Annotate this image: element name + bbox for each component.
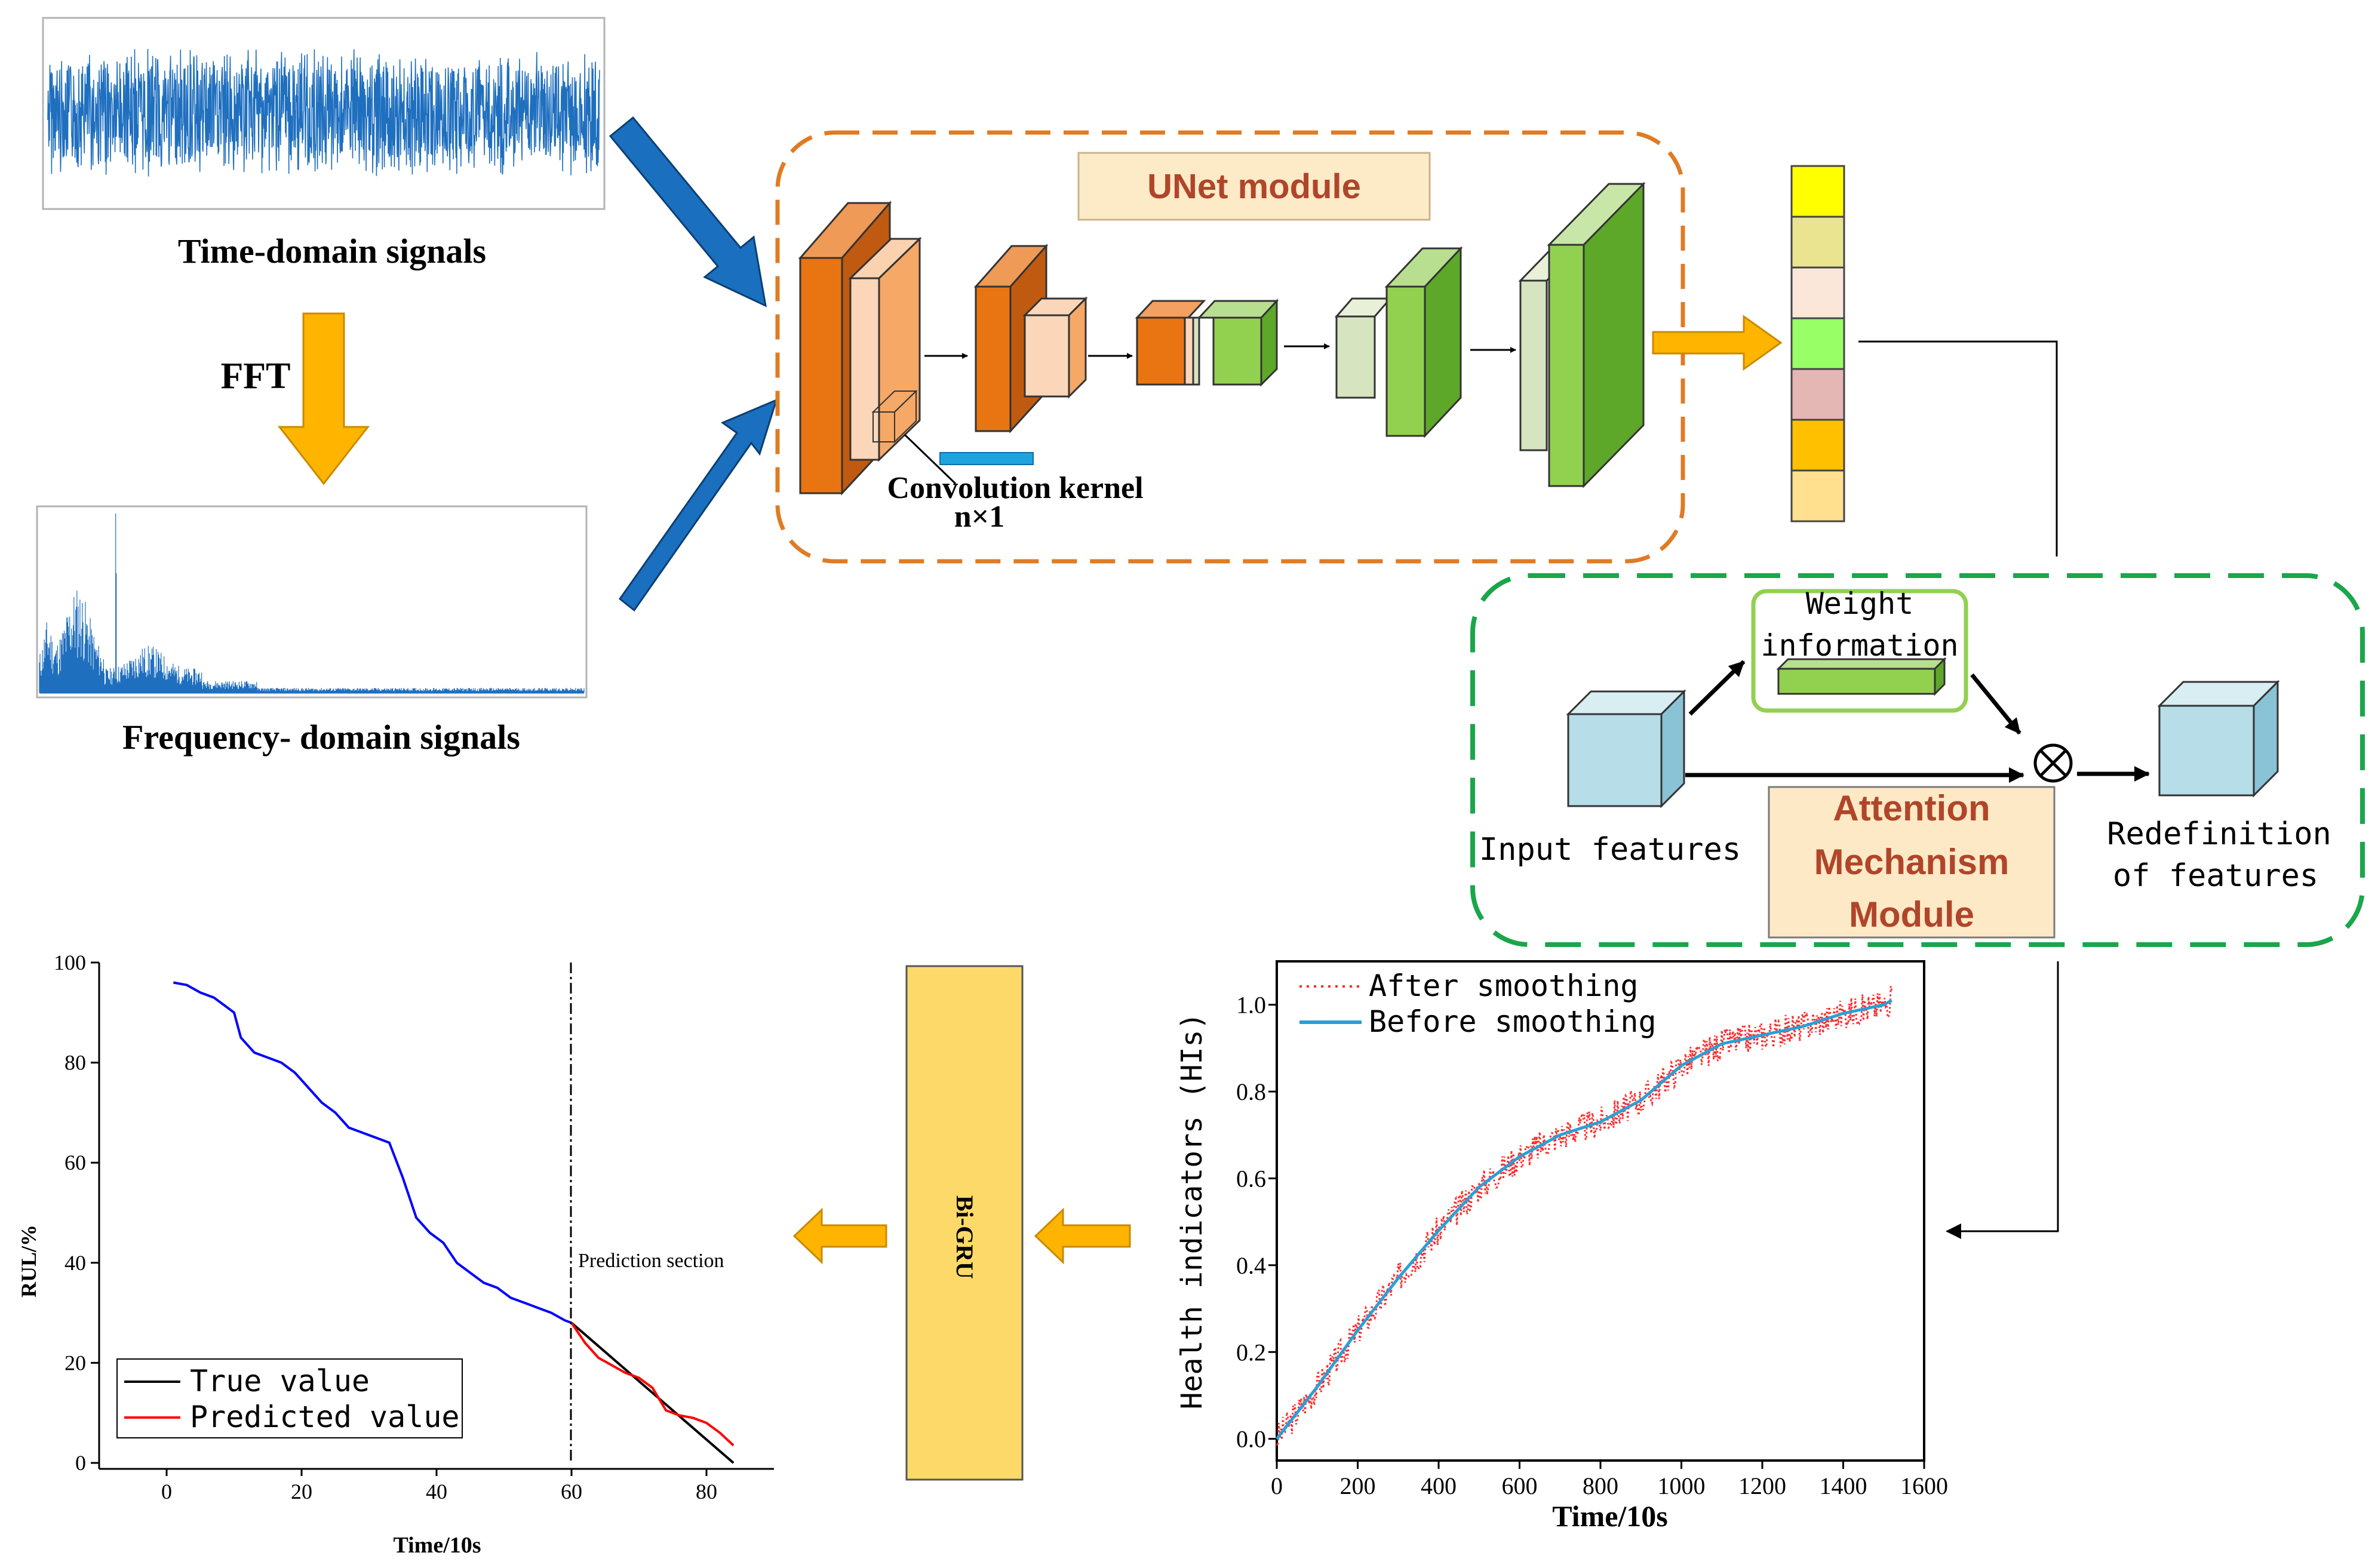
bigru-to-rul-arrow (792, 1207, 887, 1265)
freq-to-unet-arrow (618, 398, 778, 612)
hi-x-tick-label: 1200 (1738, 1472, 1786, 1499)
prediction-section-label: Prediction section (578, 1250, 724, 1272)
rul-y-tick-label: 0 (75, 1451, 86, 1475)
bigru-block: Bi-GRU (905, 965, 1024, 1481)
attention-to-hi-connector (1946, 961, 2059, 1239)
hi-y-tick-label: 0.6 (1236, 1165, 1266, 1192)
rul-predicted-line (570, 1322, 735, 1447)
decoder-block-2 (1518, 182, 1646, 488)
redefinition-label-line2: of features (2113, 858, 2318, 894)
kernel-label: Convolution kernel (887, 471, 1143, 505)
rul-chart: 0 20 40 60 80 0 20 40 60 80 100 Prediction section… (54, 951, 774, 1504)
rul-ylabel: RUL/% (17, 1225, 41, 1298)
feature-cell (1790, 165, 1845, 218)
fft-arrow (277, 312, 370, 485)
hi-before-smoothing-line (1276, 999, 1892, 1440)
frequency-signal-trace (39, 514, 585, 694)
unet-title-box: UNet module (1077, 152, 1431, 221)
rul-x-tick-label: 0 (161, 1480, 172, 1504)
rul-x-tick-label: 60 (561, 1480, 582, 1504)
rul-history-line (173, 981, 572, 1324)
feature-cell (1790, 266, 1845, 319)
rul-legend: True value Predicted value (116, 1358, 463, 1438)
weight-info-box: Weight information (1751, 586, 1968, 713)
fft-label: FFT (220, 356, 290, 396)
input-feature-cube (1566, 689, 1686, 808)
time-domain-plot (42, 17, 606, 210)
hi-x-tick-label: 400 (1421, 1472, 1457, 1499)
hi-legend-before: Before smoothing (1369, 1004, 1657, 1039)
decoder-block-1 (1334, 246, 1463, 438)
feature-cell (1790, 419, 1845, 472)
hi-x-tick-label: 1400 (1820, 1472, 1867, 1499)
hi-x-tick-label: 800 (1583, 1472, 1618, 1499)
attention-title-line1: Attention (1833, 788, 1990, 828)
feature-cell (1790, 317, 1845, 370)
kernel-bar (939, 452, 1034, 465)
hi-x-tick-label: 1000 (1658, 1472, 1706, 1499)
hi-to-bigru-arrow (1034, 1207, 1131, 1265)
unet-title: UNet module (1147, 167, 1361, 206)
weight-to-multiply-arrow (1970, 673, 2021, 735)
time-to-unet-arrow (609, 116, 767, 308)
attention-module-box (1470, 573, 2365, 947)
feature-cell (1790, 368, 1845, 421)
multiply-operator (2033, 743, 2073, 783)
hi-y-tick-label: 0.4 (1236, 1252, 1266, 1279)
hi-after-smoothing-line (1276, 986, 1893, 1447)
hi-y-tick-label: 0.8 (1236, 1078, 1266, 1105)
hi-y-tick-label: 1.0 (1236, 992, 1266, 1019)
time-domain-label: Time-domain signals (178, 232, 486, 270)
rul-y-tick-label: 60 (64, 1151, 86, 1175)
encoder-block-1b (848, 236, 922, 462)
unet-to-vector-arrow (1652, 315, 1783, 371)
rul-true-line (570, 1321, 735, 1464)
feature-vector (1790, 165, 1845, 522)
time-signal-trace (47, 48, 600, 177)
kernel-window (871, 389, 957, 485)
rul-legend-predicted: Predicted value (190, 1400, 460, 1434)
hi-y-tick-label: 0.0 (1236, 1426, 1266, 1453)
hi-x-tick-label: 1600 (1900, 1472, 1948, 1499)
input-to-weight-arrow (1688, 660, 1746, 716)
output-feature-cube (2157, 680, 2280, 798)
input-features-label: Input features (1479, 832, 1741, 868)
encoder-block-2b (1022, 296, 1088, 399)
frequency-domain-label: Frequency- domain signals (122, 718, 520, 757)
health-indicator-chart: 0 200 400 600 800 1000 1200 1400 1600 0.0 0.2 0.4 0.… (1236, 960, 1948, 1499)
redefinition-label-line1: Redefinition (2107, 816, 2331, 852)
rul-y-tick-label: 80 (64, 1051, 86, 1075)
rul-y-tick-label: 40 (64, 1251, 86, 1275)
frequency-domain-plot (36, 505, 588, 699)
hi-y-tick-label: 0.2 (1236, 1339, 1266, 1366)
rul-xlabel: Time/10s (393, 1533, 481, 1558)
weight-info-line2: information (1761, 628, 1958, 663)
hi-x-tick-label: 200 (1340, 1472, 1376, 1499)
hi-ylabel: Health indicators (HIs) (1175, 1013, 1209, 1410)
hi-legend-after: After smoothing (1369, 969, 1639, 1003)
bottleneck-block (1135, 299, 1279, 387)
hi-xlabel: Time/10s (1552, 1499, 1668, 1533)
vector-connector-line (1858, 340, 2058, 557)
rul-x-tick-label: 40 (426, 1480, 447, 1504)
time-signal-path (47, 48, 600, 177)
attention-title-box: Attention Mechanism Module (1768, 786, 2056, 939)
frequency-signal-path (39, 514, 585, 693)
rul-legend-true: True value (190, 1364, 370, 1398)
feature-cell (1790, 469, 1845, 522)
hi-legend: After smoothing Before smoothing (1299, 969, 1657, 1039)
attention-title-line3: Module (1849, 894, 1974, 934)
feature-cell (1790, 216, 1845, 269)
hi-x-tick-label: 600 (1502, 1472, 1538, 1499)
bigru-label: Bi-GRU (951, 1195, 978, 1279)
weight-info-line1: Weight (1806, 586, 1914, 621)
hi-x-tick-label: 0 (1271, 1472, 1283, 1499)
attention-title-line2: Mechanism (1814, 842, 2010, 882)
rul-x-tick-label: 80 (696, 1480, 717, 1504)
rul-y-tick-label: 100 (54, 951, 86, 974)
kernel-size-label: n×1 (954, 500, 1005, 534)
rul-x-tick-label: 20 (291, 1480, 312, 1504)
rul-y-tick-label: 20 (64, 1351, 86, 1375)
